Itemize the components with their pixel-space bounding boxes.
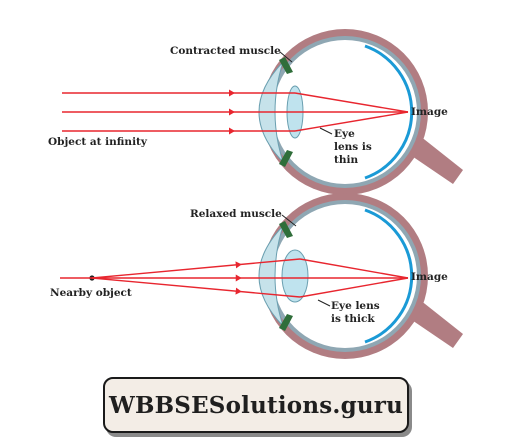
bottom-ray-3-refracted	[299, 277, 409, 298]
bottom-object-label: Nearby object	[50, 287, 132, 299]
bottom-muscle-leader	[281, 214, 297, 227]
brand-banner: WBBSESolutions.guru	[103, 377, 409, 433]
top-ray-1-arrow	[229, 89, 235, 97]
top-ray-1-refracted	[294, 92, 409, 113]
diagram-canvas	[60, 29, 463, 359]
top-muscle-label: Contracted muscle	[170, 45, 281, 57]
top-eye-muscle-top	[279, 57, 293, 74]
top-lens-leader	[319, 127, 333, 135]
bottom-ray-1-arrow	[235, 261, 242, 269]
bottom-muscle-label: Relaxed muscle	[190, 208, 282, 220]
brand-text: WBBSESolutions.guru	[108, 391, 404, 419]
bottom-eye-lens	[281, 249, 309, 303]
bottom-ray-3-arrow	[235, 287, 242, 295]
bottom-lens-label: Eye lens is thick	[331, 300, 380, 325]
top-ray-3-arrow	[229, 127, 235, 135]
bottom-image-label: Image	[411, 271, 448, 283]
top-ray-3-refracted	[294, 111, 409, 132]
bottom-lens-leader	[317, 299, 331, 307]
bottom-ray-1-incoming	[91, 258, 301, 279]
bottom-eye-retina	[364, 208, 414, 344]
bottom-ray-2-arrow	[235, 274, 242, 282]
top-image-label: Image	[411, 106, 448, 118]
bottom-eye-muscle-bottom	[279, 314, 293, 331]
top-lens-label: Eye lens is thin	[334, 128, 372, 166]
top-eye-retina	[364, 44, 414, 180]
bottom-ray-1-refracted	[299, 258, 409, 279]
top-ray-2-arrow	[229, 108, 235, 116]
top-object-label: Object at infinity	[48, 136, 148, 148]
bottom-ray-3-incoming	[91, 277, 301, 298]
bottom-eye-vitreous	[273, 204, 417, 348]
top-muscle-leader	[279, 51, 293, 63]
top-eye-muscle-bottom	[279, 150, 293, 167]
bottom-eye-muscle-top	[279, 221, 293, 238]
